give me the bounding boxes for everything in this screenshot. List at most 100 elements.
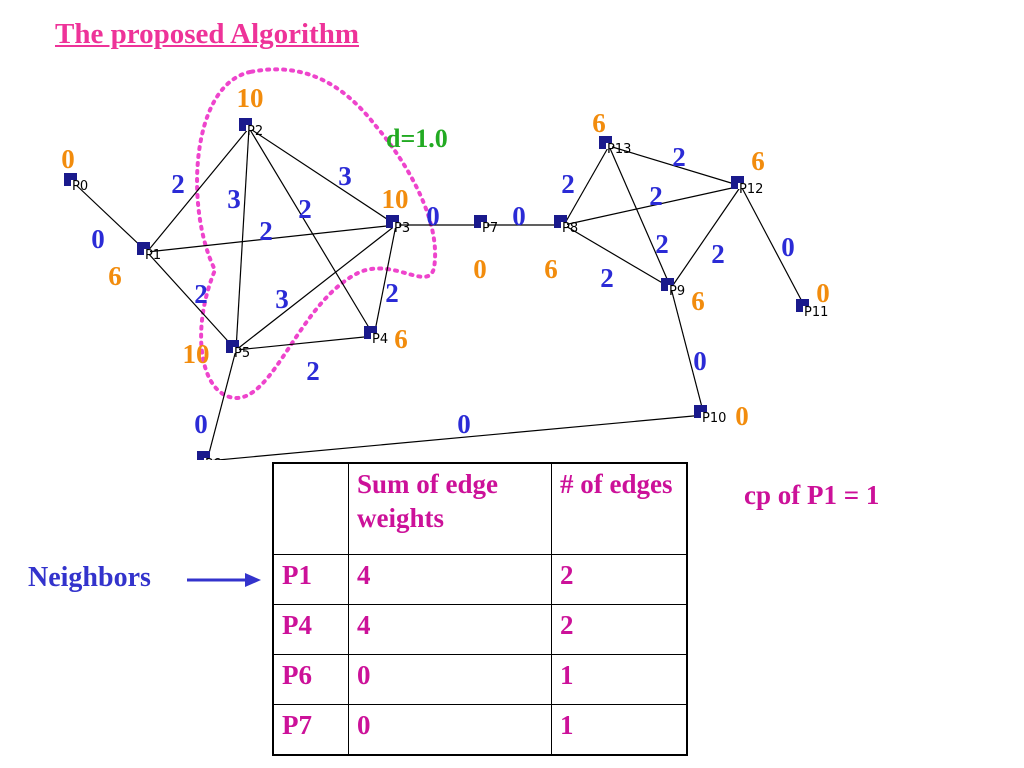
edge-weight-label: 2 bbox=[600, 263, 614, 293]
node-icon-notch bbox=[738, 183, 744, 189]
node-values-layer: 06101061000660066 bbox=[61, 83, 830, 460]
edge-p12-p9 bbox=[670, 185, 742, 289]
node-p7: P7 bbox=[474, 215, 498, 236]
row-node-cell: P4 bbox=[272, 604, 349, 655]
node-icon-notch bbox=[144, 249, 150, 255]
table-row: P7 0 1 bbox=[272, 704, 688, 756]
node-p6: P6 bbox=[197, 451, 221, 460]
node-label: P6 bbox=[205, 457, 221, 460]
edge-weight-label: 2 bbox=[711, 239, 725, 269]
edge-weight-label: 3 bbox=[275, 284, 289, 314]
edge-p13-p9 bbox=[608, 145, 672, 289]
node-label: P2 bbox=[247, 124, 263, 139]
neighbors-table: Sum of edge weights # of edges P1 4 2 P4… bbox=[272, 462, 688, 756]
edge-weight-label: 3 bbox=[338, 161, 352, 191]
node-icon-notch bbox=[371, 333, 377, 339]
nodes-layer: P0P1P2P3P4P5P6P7P8P9P10P11P12P13 bbox=[64, 118, 828, 460]
table-row: P1 4 2 bbox=[272, 554, 688, 605]
edge-p0-p1 bbox=[73, 182, 148, 253]
node-value-label: 10 bbox=[382, 184, 409, 214]
node-label: P11 bbox=[804, 305, 828, 320]
row-count-cell: 2 bbox=[551, 604, 688, 655]
node-icon-notch bbox=[246, 125, 252, 131]
node-p1: P1 bbox=[137, 242, 161, 263]
node-p2: P2 bbox=[239, 118, 263, 139]
node-value-label: 6 bbox=[592, 108, 606, 138]
node-icon-notch bbox=[668, 285, 674, 291]
node-value-label: 6 bbox=[691, 286, 705, 316]
node-icon-notch bbox=[481, 222, 487, 228]
edge-weight-label: 0 bbox=[781, 232, 795, 262]
node-p4: P4 bbox=[364, 326, 388, 347]
node-icon-notch bbox=[561, 222, 567, 228]
edge-p9-p10 bbox=[670, 287, 705, 416]
edge-weight-label: 0 bbox=[426, 201, 440, 231]
node-icon-notch bbox=[71, 180, 77, 186]
node-value-label: 0 bbox=[735, 401, 749, 431]
row-node-cell: P6 bbox=[272, 654, 349, 705]
edge-weight-label: 2 bbox=[298, 194, 312, 224]
right-arrow-icon bbox=[187, 573, 261, 587]
node-label: P5 bbox=[234, 346, 250, 361]
node-value-label: 6 bbox=[751, 146, 765, 176]
cp-result-text: cp of P1 = 1 bbox=[744, 480, 880, 510]
edge-weight-label: 0 bbox=[693, 346, 707, 376]
edge-p13-p12 bbox=[608, 145, 742, 187]
row-sum-cell: 0 bbox=[348, 654, 552, 705]
table-row: P6 0 1 bbox=[272, 654, 688, 705]
table-header-cell: Sum of edge weights bbox=[348, 462, 552, 555]
edge-weight-label: 0 bbox=[194, 409, 208, 439]
edge-p2-p3 bbox=[248, 127, 397, 226]
node-icon bbox=[197, 451, 210, 460]
node-p8: P8 bbox=[554, 215, 578, 236]
edge-p1-p5 bbox=[146, 251, 237, 351]
node-value-label: 10 bbox=[183, 339, 210, 369]
row-sum-cell: 4 bbox=[348, 554, 552, 605]
slide-title: The proposed Algorithm bbox=[55, 18, 360, 50]
node-label: P7 bbox=[482, 221, 498, 236]
node-value-label: 6 bbox=[394, 324, 408, 354]
table-header-cell: # of edges bbox=[551, 462, 688, 555]
node-p0: P0 bbox=[64, 173, 88, 194]
edge-weight-label: 2 bbox=[259, 216, 273, 246]
edge-weight-label: 2 bbox=[672, 142, 686, 172]
edge-p1-p3 bbox=[146, 224, 397, 253]
node-p12: P12 bbox=[731, 176, 763, 197]
node-icon-notch bbox=[233, 347, 239, 353]
edge-p1-p2 bbox=[146, 127, 250, 253]
neighbors-label: Neighbors bbox=[28, 562, 151, 593]
edge-weight-label: 2 bbox=[649, 181, 663, 211]
edge-weight-label: 2 bbox=[655, 229, 669, 259]
d-parameter-label: d=1.0 bbox=[386, 124, 448, 153]
node-p13: P13 bbox=[599, 136, 631, 157]
edge-p2-p5 bbox=[235, 127, 250, 351]
edge-p3-p4 bbox=[373, 224, 397, 337]
node-value-label: 0 bbox=[816, 278, 830, 308]
node-value-label: 10 bbox=[237, 83, 264, 113]
edge-weight-label: 0 bbox=[91, 224, 105, 254]
node-p3: P3 bbox=[386, 215, 410, 236]
edge-p8-p13 bbox=[563, 145, 610, 226]
edges-layer bbox=[73, 127, 807, 460]
edge-p2-p4 bbox=[248, 127, 375, 337]
edge-weight-label: 2 bbox=[171, 169, 185, 199]
edge-p3-p5 bbox=[235, 224, 397, 351]
row-count-cell: 1 bbox=[551, 704, 688, 756]
edge-p5-p6 bbox=[206, 349, 237, 460]
node-p5: P5 bbox=[226, 340, 250, 361]
node-label: P12 bbox=[739, 182, 763, 197]
node-icon-notch bbox=[393, 222, 399, 228]
node-label: P4 bbox=[372, 332, 388, 347]
edge-p8-p12 bbox=[563, 185, 742, 226]
node-value-label: 6 bbox=[544, 254, 558, 284]
node-label: P13 bbox=[607, 142, 631, 157]
edge-p12-p11 bbox=[740, 185, 807, 310]
edge-weight-label: 2 bbox=[306, 356, 320, 386]
row-count-cell: 2 bbox=[551, 554, 688, 605]
edge-p5-p4 bbox=[235, 335, 375, 351]
row-node-cell: P1 bbox=[272, 554, 349, 605]
node-icon-notch bbox=[606, 143, 612, 149]
node-label: P0 bbox=[72, 179, 88, 194]
node-label: P10 bbox=[702, 411, 726, 426]
